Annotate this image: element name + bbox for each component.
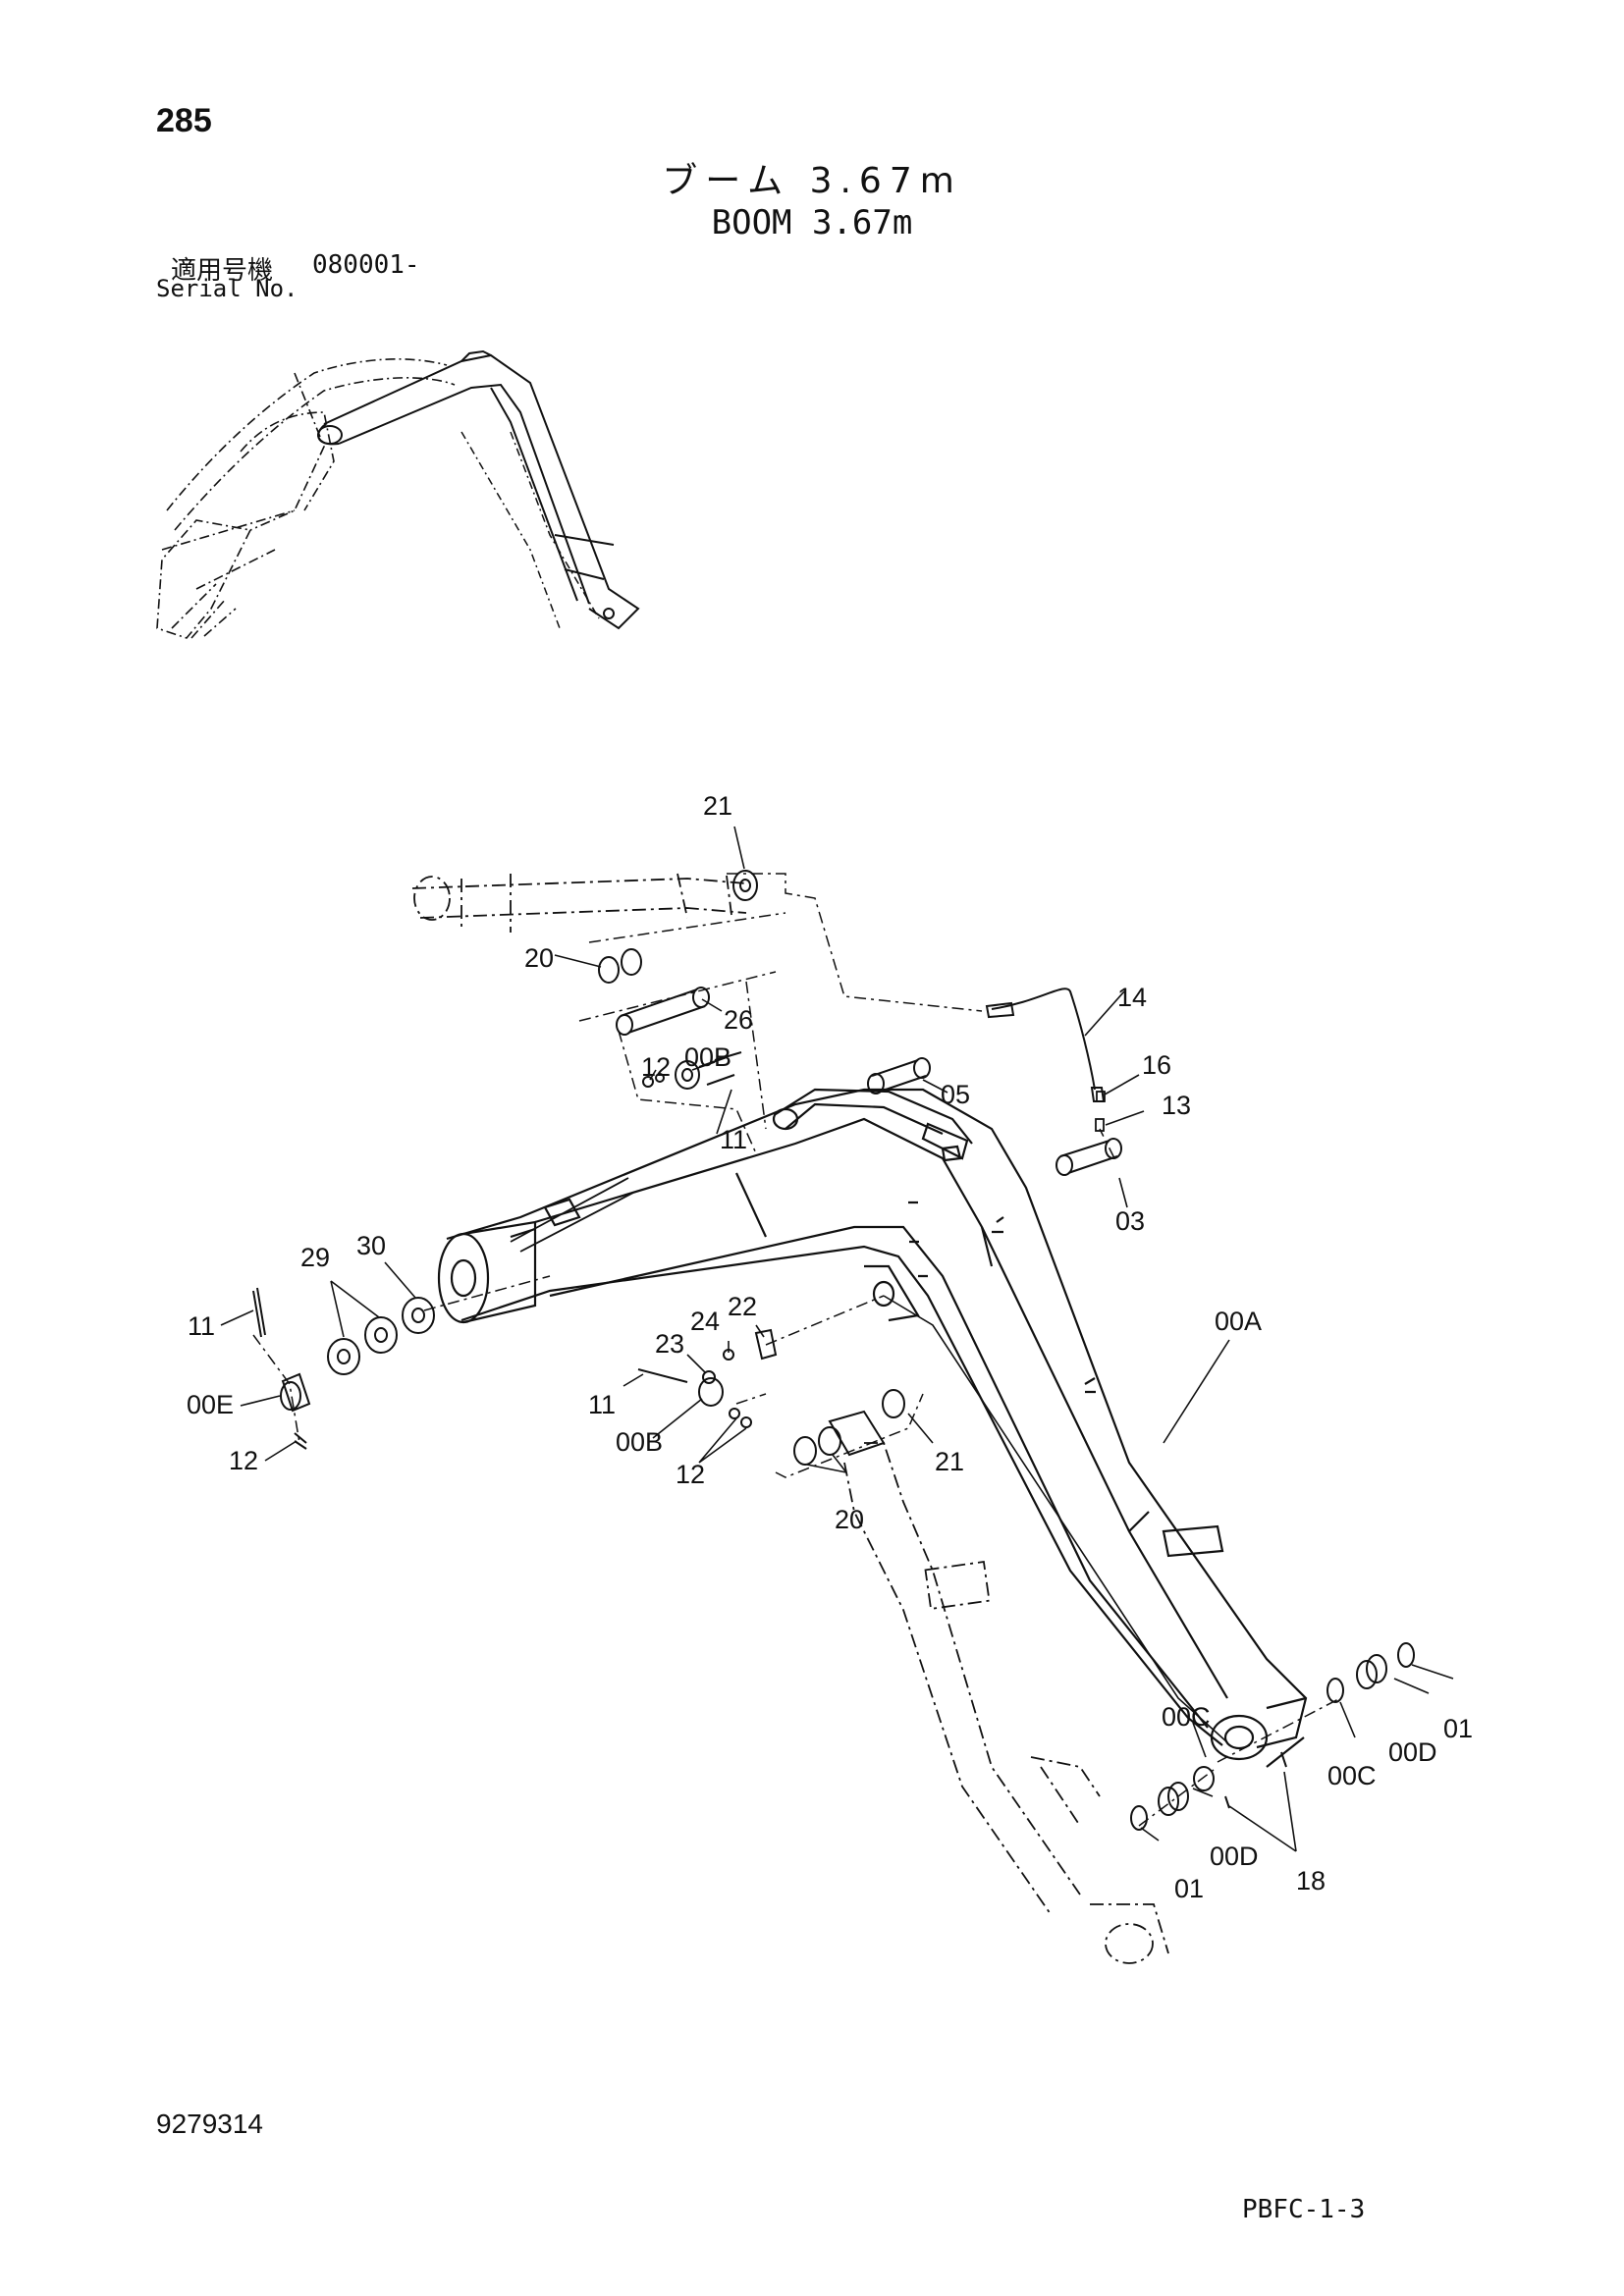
callout-12: 12 (676, 1460, 705, 1489)
callout-12: 12 (641, 1052, 671, 1082)
left-end-parts (252, 1287, 435, 1450)
mid-parts (637, 1328, 778, 1428)
callout-14: 14 (1117, 983, 1147, 1012)
callout-24: 24 (690, 1307, 720, 1336)
bush-00B-top (642, 1051, 742, 1090)
callout-00A: 00A (1215, 1307, 1262, 1336)
alignment-lines (252, 873, 1341, 1827)
callout-11: 11 (188, 1311, 215, 1341)
callout-16: 16 (1142, 1050, 1171, 1080)
serial-value: 080001- (312, 250, 420, 280)
overview-boom (317, 349, 640, 630)
callout-11: 11 (588, 1390, 616, 1419)
callout-29: 29 (300, 1243, 330, 1272)
arm-cylinder-phantom (411, 873, 747, 933)
callout-23: 23 (655, 1329, 684, 1359)
boom-body (437, 1088, 1308, 1768)
callout-11: 11 (720, 1125, 747, 1154)
callout-05: 05 (941, 1080, 970, 1109)
pin-03 (1056, 1138, 1122, 1176)
callout-26: 26 (724, 1005, 753, 1035)
callout-00E: 00E (187, 1390, 234, 1419)
pin-05 (867, 1057, 931, 1095)
callout-00C: 00C (1162, 1702, 1211, 1732)
washers-top (598, 870, 758, 984)
leader-lines (220, 826, 1454, 1852)
serial-label-japanese: 適用号機 (171, 256, 274, 286)
document-number: 9279314 (156, 2109, 264, 2139)
callout-20: 20 (524, 943, 554, 973)
pin-26 (616, 987, 710, 1036)
callout-13: 13 (1162, 1091, 1191, 1120)
callout-21: 21 (935, 1447, 964, 1476)
overview-illustration (156, 349, 640, 639)
callout-01: 01 (1443, 1714, 1473, 1743)
callout-01: 01 (1174, 1874, 1204, 1903)
callout-20: 20 (835, 1505, 864, 1534)
figure-code: PBFC-1-3 (1242, 2195, 1366, 2224)
callout-labels: 21 20 26 14 12 00B 16 05 13 11 03 29 30 … (187, 791, 1473, 1903)
title-japanese: ブーム 3.67m (662, 161, 962, 201)
page-number: 285 (156, 102, 212, 139)
callout-00D: 00D (1210, 1842, 1259, 1871)
callout-00C: 00C (1327, 1761, 1377, 1790)
callout-21: 21 (703, 791, 732, 821)
title-english: BOOM 3.67m (711, 203, 913, 242)
callout-18: 18 (1296, 1866, 1326, 1896)
callout-00B: 00B (684, 1042, 731, 1072)
callout-03: 03 (1115, 1206, 1145, 1236)
callout-22: 22 (728, 1292, 757, 1321)
boom-pipe (510, 1177, 1228, 1743)
callout-00B: 00B (616, 1427, 663, 1457)
overview-bucket-arm-phantom (156, 358, 456, 639)
boom-cylinder-phantom (843, 1442, 1169, 1964)
washers-mid (793, 1389, 905, 1466)
fitting-13-16 (1095, 1091, 1106, 1132)
foot-parts (1130, 1642, 1415, 1831)
callout-12: 12 (229, 1446, 258, 1475)
serial-label-english: Serial No. (156, 275, 298, 302)
callout-30: 30 (356, 1231, 386, 1260)
callout-00D: 00D (1388, 1737, 1437, 1767)
hose-14 (985, 988, 1106, 1102)
